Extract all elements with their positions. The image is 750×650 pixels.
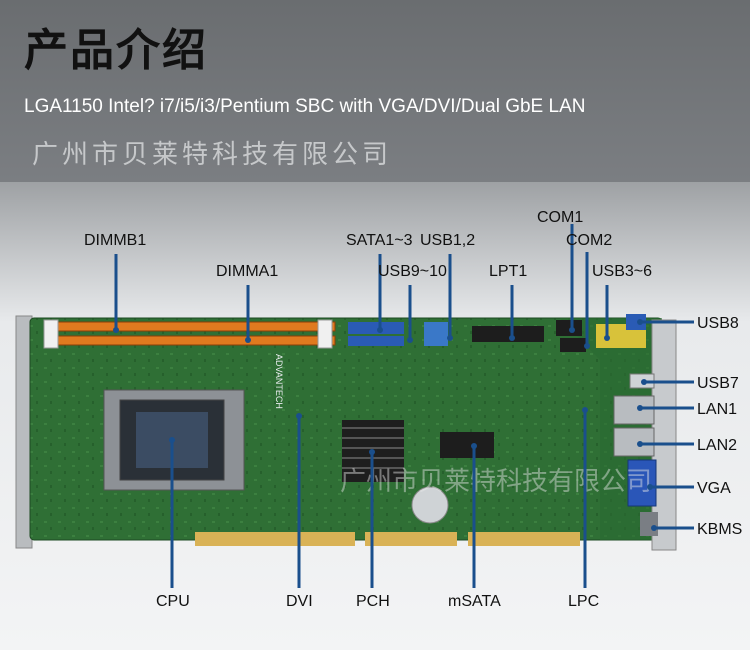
lan1-port (613, 395, 655, 425)
label-usb12: USB1,2 (420, 232, 475, 249)
page-title: 产品介绍 (24, 25, 208, 76)
label-com1: COM1 (537, 209, 583, 226)
label-dimma1: DIMMA1 (216, 263, 278, 280)
edge-connector-left (195, 532, 355, 546)
cmos-battery (411, 486, 449, 524)
dimm-slot-b1 (49, 321, 336, 332)
label-usb7: USB7 (697, 375, 739, 392)
label-usb910: USB9~10 (378, 263, 447, 280)
product-subtitle: LGA1150 Intel? i7/i5/i3/Pentium SBC with… (24, 96, 586, 117)
label-lan1: LAN1 (697, 401, 737, 418)
cpu-socket (103, 389, 245, 491)
com1-header (556, 320, 582, 336)
label-pch: PCH (356, 593, 390, 610)
callout-lines (114, 224, 694, 588)
silkscreen-brand: ADVANTECH (274, 354, 284, 409)
kbms-port (640, 512, 658, 536)
label-sata: SATA1~3 (346, 232, 413, 249)
label-vga: VGA (697, 480, 731, 497)
label-dvi: DVI (286, 593, 313, 610)
label-msata: mSATA (448, 593, 501, 610)
lan2-port (613, 427, 655, 457)
label-lpt1: LPT1 (489, 263, 527, 280)
label-usb8: USB8 (697, 315, 739, 332)
label-kbms: KBMS (697, 521, 742, 538)
label-lpc: LPC (568, 593, 599, 610)
watermark: 广州市贝莱特科技有限公司 (340, 467, 652, 497)
dimm-slot-a1 (49, 335, 336, 346)
label-com2: COM2 (566, 232, 612, 249)
label-cpu: CPU (156, 593, 190, 610)
header-banner: 产品介绍 LGA1150 Intel? i7/i5/i3/Pentium SBC… (0, 0, 750, 182)
label-usb36: USB3~6 (592, 263, 652, 280)
label-lan2: LAN2 (697, 437, 737, 454)
usb8-port (626, 314, 646, 330)
edge-connector-mid (365, 532, 457, 546)
vga-port (627, 459, 657, 507)
label-dimmb1: DIMMB1 (84, 232, 146, 249)
usb12-header (424, 322, 448, 346)
edge-connector-right (468, 532, 580, 546)
lpt1-header (472, 326, 544, 342)
com2-header (560, 338, 586, 352)
sata-connectors (348, 322, 404, 334)
msata-slot (440, 432, 494, 458)
company-name: 广州市贝莱特科技有限公司 (32, 140, 393, 170)
